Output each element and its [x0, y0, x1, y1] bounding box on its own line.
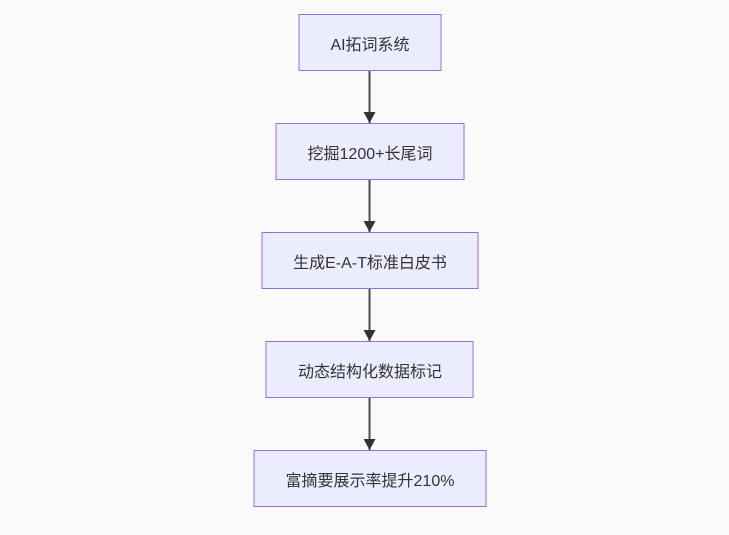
flow-node-structured-data-markup: 动态结构化数据标记	[265, 341, 474, 398]
flow-node-ai-keyword-system: AI拓词系统	[298, 14, 442, 71]
flow-arrow-1	[364, 71, 376, 123]
flow-node-eat-whitepaper: 生成E-A-T标准白皮书	[261, 232, 479, 289]
flowchart: AI拓词系统 挖掘1200+长尾词 生成E-A-T标准白皮书 动态结构化数据标记…	[253, 14, 487, 507]
arrowhead-down-icon	[364, 330, 376, 341]
arrowhead-down-icon	[364, 221, 376, 232]
flow-node-rich-snippet-result: 富摘要展示率提升210%	[253, 450, 487, 507]
flow-node-longtail-mining: 挖掘1200+长尾词	[275, 123, 465, 180]
arrowhead-down-icon	[364, 112, 376, 123]
flow-arrow-4	[364, 398, 376, 450]
flow-arrow-2	[364, 180, 376, 232]
arrowhead-down-icon	[364, 439, 376, 450]
flow-arrow-3	[364, 289, 376, 341]
